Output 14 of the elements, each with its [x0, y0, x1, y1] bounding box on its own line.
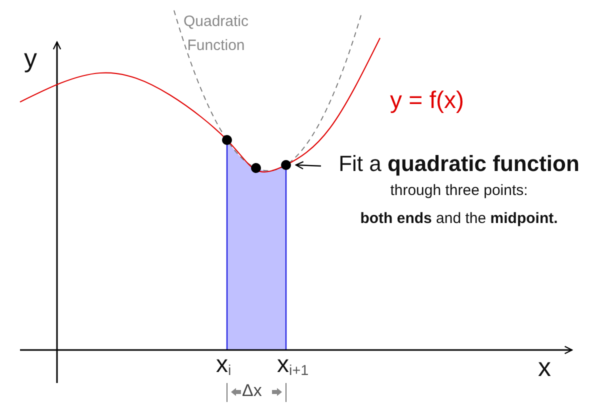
- arrow: [295, 161, 322, 170]
- annotation-text: through three points:: [389, 181, 529, 201]
- axis-label: x: [538, 353, 551, 382]
- data-point: [222, 135, 232, 145]
- data-point: [251, 163, 261, 173]
- axis-label: y: [24, 44, 37, 73]
- data-point: [281, 160, 291, 170]
- tick-label: x$_{i}$: [216, 352, 232, 380]
- tick-label: x$_{i+1}$: [277, 352, 309, 380]
- annotation-text: Fit a quadratic function: [338, 150, 580, 178]
- function-label: y = f(x): [390, 88, 464, 114]
- annotation-text: both ends and the midpoint.: [359, 209, 559, 229]
- curve-label: Quadratic Function: [182, 12, 250, 56]
- interval-label: Δx: [242, 382, 262, 401]
